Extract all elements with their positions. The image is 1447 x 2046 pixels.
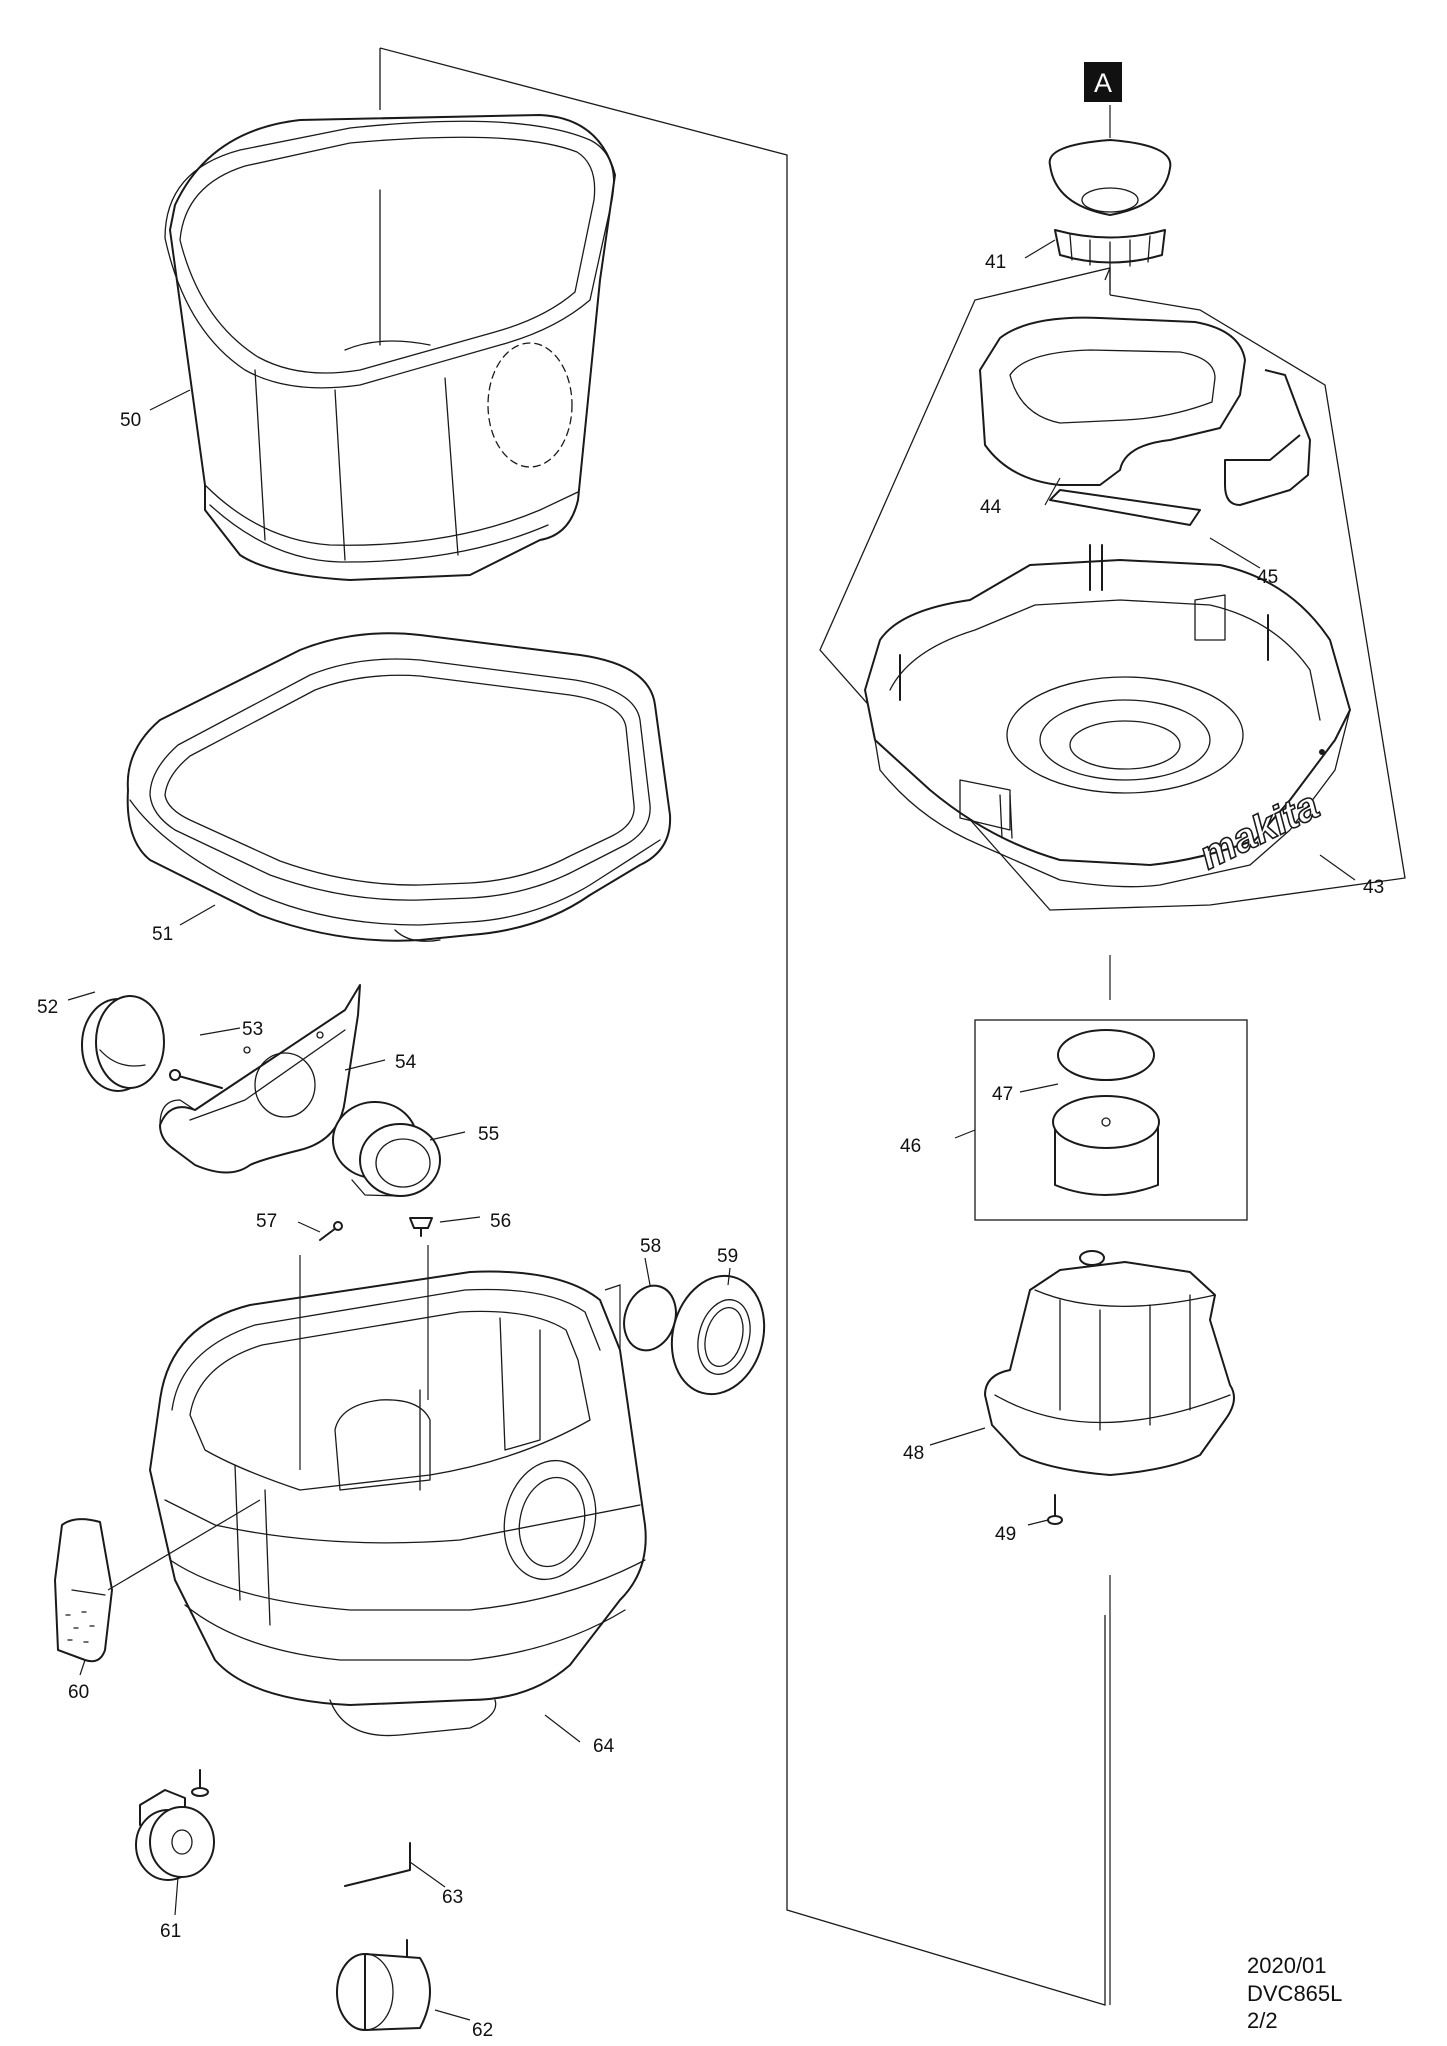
part-57-screw: [319, 1221, 343, 1241]
part-49-screw: [1047, 1494, 1063, 1525]
part-64-tank-body: [149, 1245, 647, 1737]
left-assembly-frame: [379, 47, 1106, 2006]
label-55: 55: [478, 1124, 499, 1145]
label-46: 46: [900, 1136, 921, 1157]
label-58: 58: [640, 1236, 661, 1257]
part-56-fastener: [409, 1217, 433, 1237]
part-58-guide: [604, 1284, 621, 1358]
label-64: 64: [593, 1736, 615, 1757]
label-43: 43: [1363, 877, 1384, 898]
label-41: 41: [985, 252, 1006, 273]
part-52-ring: [81, 995, 165, 1092]
part-47-filter-disc: [1057, 1029, 1155, 1081]
indicator-dot: [1319, 749, 1325, 755]
right-assembly-frame: [819, 267, 1406, 911]
label-57: 57: [256, 1211, 277, 1232]
label-61: 61: [160, 1921, 181, 1942]
part-62-caster: [336, 1939, 431, 2031]
leader-lines: [67, 239, 1356, 2021]
part-46-filter-set-box: [974, 955, 1248, 1221]
part-46-filter-cartridge: [1052, 1095, 1160, 1196]
label-47: 47: [992, 1084, 1013, 1105]
footer-model-page: DVC865L 2/2: [1247, 1980, 1342, 2034]
label-48: 48: [903, 1443, 924, 1464]
label-52: 52: [37, 997, 58, 1018]
part-labels: 41 44 45 43 47 46 48 49 50 51 52 53 54 5…: [37, 252, 1384, 2041]
part-48-motor-cover: [984, 1250, 1235, 1476]
view-marker-label: A: [1094, 68, 1112, 98]
part-43-head-housing: [864, 544, 1351, 888]
view-marker-box: [1084, 62, 1122, 102]
part-50-basket: [164, 114, 616, 581]
part-41-cap: [1048, 105, 1172, 290]
label-59: 59: [717, 1246, 738, 1267]
part-61-caster: [135, 1769, 215, 1881]
label-49: 49: [995, 1524, 1016, 1545]
label-44: 44: [980, 497, 1002, 518]
part-55-hose-inlet: [332, 1101, 441, 1197]
footer-block: 2020/01 DVC865L 2/2: [1247, 1952, 1347, 2035]
label-53: 53: [242, 1019, 263, 1040]
label-60: 60: [68, 1682, 89, 1703]
part-53-screw: [169, 1069, 223, 1089]
label-45: 45: [1257, 567, 1278, 588]
label-50: 50: [120, 410, 141, 431]
footer-date: 2020/01: [1247, 1953, 1327, 1978]
label-63: 63: [442, 1887, 463, 1908]
part-45-foam-strip: [1049, 489, 1201, 526]
part-59-port-cap: [670, 1274, 766, 1396]
label-51: 51: [152, 924, 173, 945]
part-44-foam-frame: [979, 316, 1311, 506]
label-54: 54: [395, 1052, 417, 1073]
part-63-pin: [344, 1842, 411, 1887]
part-60-latch: [54, 1499, 261, 1663]
part-51-gasket-ring: [126, 632, 672, 942]
label-56: 56: [490, 1211, 511, 1232]
part-54-bracket-plate: [159, 984, 361, 1174]
label-62: 62: [472, 2020, 493, 2041]
